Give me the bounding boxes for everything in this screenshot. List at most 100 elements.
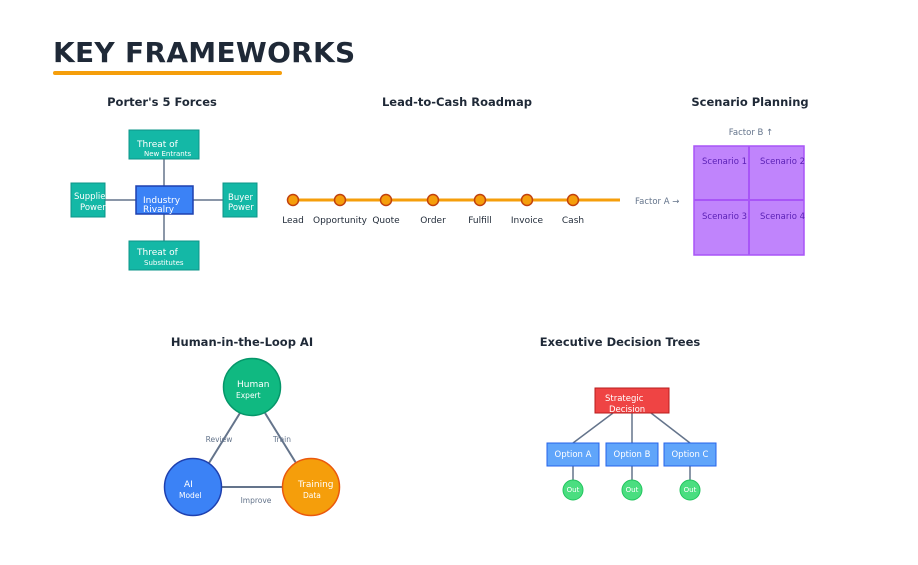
- decision-option-b: Option B: [605, 442, 659, 467]
- decision-root-line1: Strategic: [605, 394, 644, 404]
- roadmap-dot-invoice: [520, 193, 534, 207]
- scenario-title: Scenario Planning: [691, 95, 809, 109]
- scenario-cell-4: Scenario 4: [760, 212, 805, 222]
- hitl-training-line1: Training: [297, 480, 334, 490]
- decision-root: Strategic Decision: [594, 387, 670, 415]
- roadmap-stage-fulfill: Fulfill: [468, 193, 492, 226]
- roadmap-label-fulfill: Fulfill: [468, 216, 492, 226]
- scenario-cell-1: Scenario 1: [702, 157, 747, 167]
- decision-edge-a: [572, 412, 614, 444]
- porter-bottom-line1: Threat of: [136, 248, 179, 258]
- scenario-diagram: Factor B ↑ Factor A → Scenario 1 Scenari…: [635, 128, 805, 256]
- decision-diagram: Strategic Decision Option A Option B Opt…: [546, 387, 717, 501]
- decision-root-line2: Decision: [609, 405, 645, 415]
- scenario-axis-x: Factor A →: [635, 197, 679, 207]
- decision-outcome-b-circle: [621, 479, 643, 501]
- roadmap-dot-quote: [379, 193, 393, 207]
- roadmap-label-lead: Lead: [282, 216, 304, 226]
- roadmap-stage-lead: Lead: [282, 193, 304, 226]
- porter-diagram: Threat of New Entrants Supplier Power In…: [70, 129, 258, 271]
- porter-left-box: Supplier Power: [70, 182, 110, 218]
- porter-right-rect: [222, 182, 258, 218]
- porter-center-rect: [135, 185, 194, 215]
- decision-outcome-c-label: Out: [684, 486, 697, 494]
- hitl-edge-label-improve: Improve: [241, 496, 272, 505]
- decision-option-a-rect: [546, 442, 600, 467]
- porter-right-box: Buyer Power: [222, 182, 258, 218]
- porter-right-line1: Buyer: [228, 193, 253, 203]
- roadmap-label-quote: Quote: [372, 216, 400, 226]
- roadmap-stage-invoice: Invoice: [511, 193, 544, 226]
- decision-title: Executive Decision Trees: [539, 335, 701, 349]
- porter-bottom-box: Threat of Substitutes: [128, 240, 200, 271]
- decision-option-b-label: Option B: [614, 450, 651, 460]
- hitl-node-ai: AI Model: [163, 457, 223, 517]
- hitl-title: Human-in-the-Loop AI: [170, 335, 314, 349]
- hitl-training-circle: [281, 457, 341, 517]
- hitl-ai-line2: Model: [179, 491, 202, 500]
- porter-right-line2: Power: [228, 203, 254, 213]
- roadmap-diagram: Lead Opportunity Quote Order Fulfill Inv…: [282, 193, 620, 226]
- decision-option-a-label: Option A: [555, 450, 592, 460]
- roadmap-dot-opportunity: [333, 193, 347, 207]
- roadmap-label-order: Order: [420, 216, 446, 226]
- roadmap-stage-cash: Cash: [562, 193, 584, 226]
- decision-edge-c: [650, 412, 691, 444]
- decision-outcome-b: Out: [621, 479, 643, 501]
- decision-option-c: Option C: [663, 442, 717, 467]
- roadmap-dot-order: [426, 193, 440, 207]
- hitl-edge-train: [264, 412, 297, 464]
- decision-outcome-a-circle: [562, 479, 584, 501]
- decision-outcome-b-label: Out: [626, 486, 639, 494]
- porter-bottom-line2: Substitutes: [144, 259, 184, 267]
- hitl-human-line2: Expert: [236, 391, 261, 400]
- decision-option-c-rect: [663, 442, 717, 467]
- scenario-cell-3: Scenario 3: [702, 212, 747, 222]
- porter-title: Porter's 5 Forces: [107, 95, 217, 109]
- porter-top-rect: [128, 129, 200, 160]
- porter-center-box: Industry Rivalry: [135, 185, 194, 215]
- roadmap-label-invoice: Invoice: [511, 216, 544, 226]
- hitl-edge-label-review: Review: [206, 435, 233, 444]
- roadmap-label-opportunity: Opportunity: [313, 216, 368, 226]
- scenario-axis-y: Factor B ↑: [729, 128, 773, 138]
- roadmap-stage-quote: Quote: [372, 193, 400, 226]
- hitl-node-human: Human Expert: [222, 357, 282, 417]
- hitl-node-training: Training Data: [281, 457, 341, 517]
- hitl-ai-line1: AI: [184, 480, 193, 490]
- decision-option-a: Option A: [546, 442, 600, 467]
- roadmap-dot-lead: [286, 193, 300, 207]
- decision-outcome-c-circle: [679, 479, 701, 501]
- hitl-human-circle: [222, 357, 282, 417]
- roadmap-stage-opportunity: Opportunity: [313, 193, 368, 226]
- porter-center-line1: Industry: [143, 196, 181, 206]
- hitl-ai-circle: [163, 457, 223, 517]
- porter-center-line2: Rivalry: [143, 205, 175, 215]
- porter-left-rect: [70, 182, 106, 218]
- title-underline: [53, 71, 282, 75]
- decision-outcome-a-label: Out: [567, 486, 580, 494]
- hitl-diagram: Review Train Improve Human Expert AI Mod…: [163, 357, 341, 517]
- porter-top-line2: New Entrants: [144, 150, 191, 158]
- porter-top-box: Threat of New Entrants: [128, 129, 200, 160]
- scenario-cell-2: Scenario 2: [760, 157, 805, 167]
- roadmap-dot-cash: [566, 193, 580, 207]
- hitl-edge-review: [208, 412, 241, 464]
- roadmap-label-cash: Cash: [562, 216, 584, 226]
- decision-root-rect: [594, 387, 670, 414]
- decision-option-b-rect: [605, 442, 659, 467]
- decision-outcome-c: Out: [679, 479, 701, 501]
- hitl-training-line2: Data: [303, 491, 321, 500]
- page-title: KEY FRAMEWORKS: [53, 36, 356, 69]
- roadmap-stage-order: Order: [420, 193, 446, 226]
- porter-top-line1: Threat of: [136, 140, 179, 150]
- decision-outcome-a: Out: [562, 479, 584, 501]
- roadmap-dot-fulfill: [473, 193, 487, 207]
- porter-bottom-rect: [128, 240, 200, 271]
- porter-left-line2: Power: [80, 203, 106, 213]
- hitl-edge-label-train: Train: [272, 435, 291, 444]
- porter-left-line1: Supplier: [74, 192, 110, 202]
- roadmap-title: Lead-to-Cash Roadmap: [381, 95, 533, 109]
